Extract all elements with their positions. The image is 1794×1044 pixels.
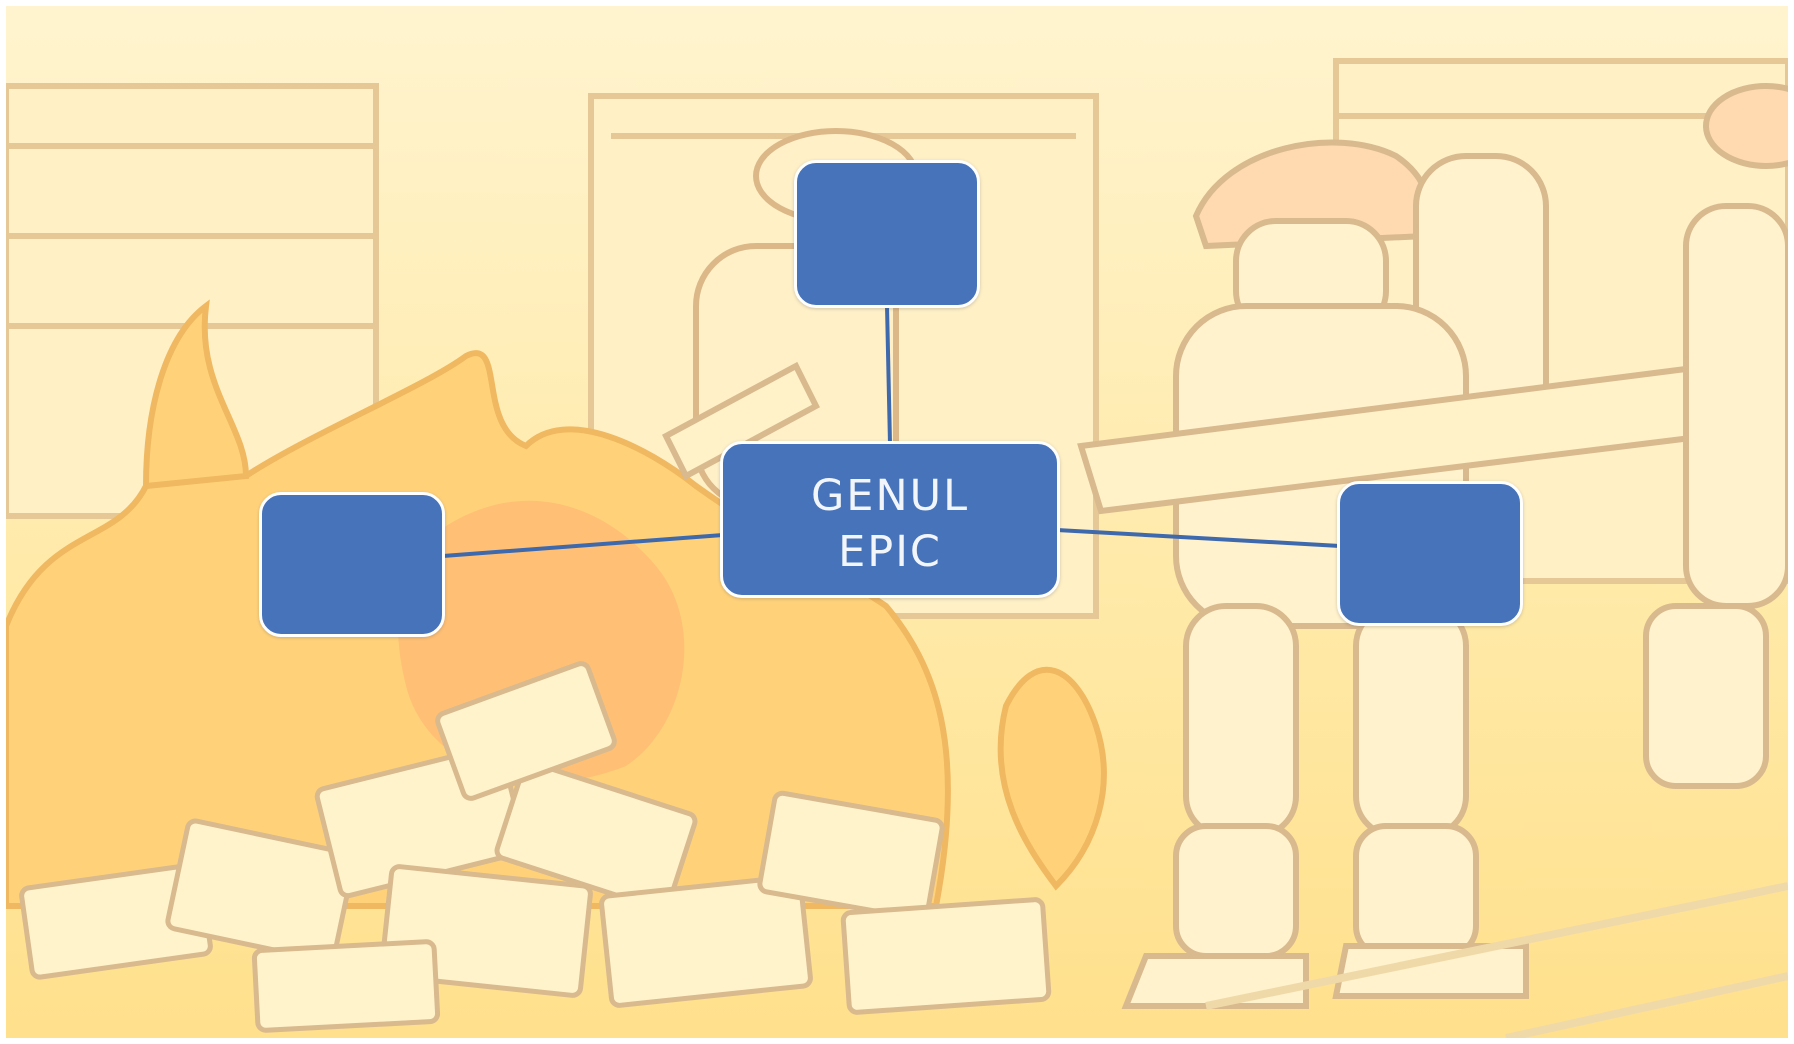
slide-canvas: GENUL EPIC [6,6,1788,1038]
connector-top [887,306,890,444]
center-node-line-1: GENUL [811,468,969,524]
center-node-label: GENUL EPIC [723,444,1057,599]
branch-node-left [259,492,445,637]
center-node: GENUL EPIC [720,441,1060,598]
branch-node-right [1337,481,1523,626]
branch-node-top [794,160,980,308]
center-node-line-2: EPIC [838,524,942,580]
connector-left [443,535,723,556]
connector-right [1057,530,1340,546]
